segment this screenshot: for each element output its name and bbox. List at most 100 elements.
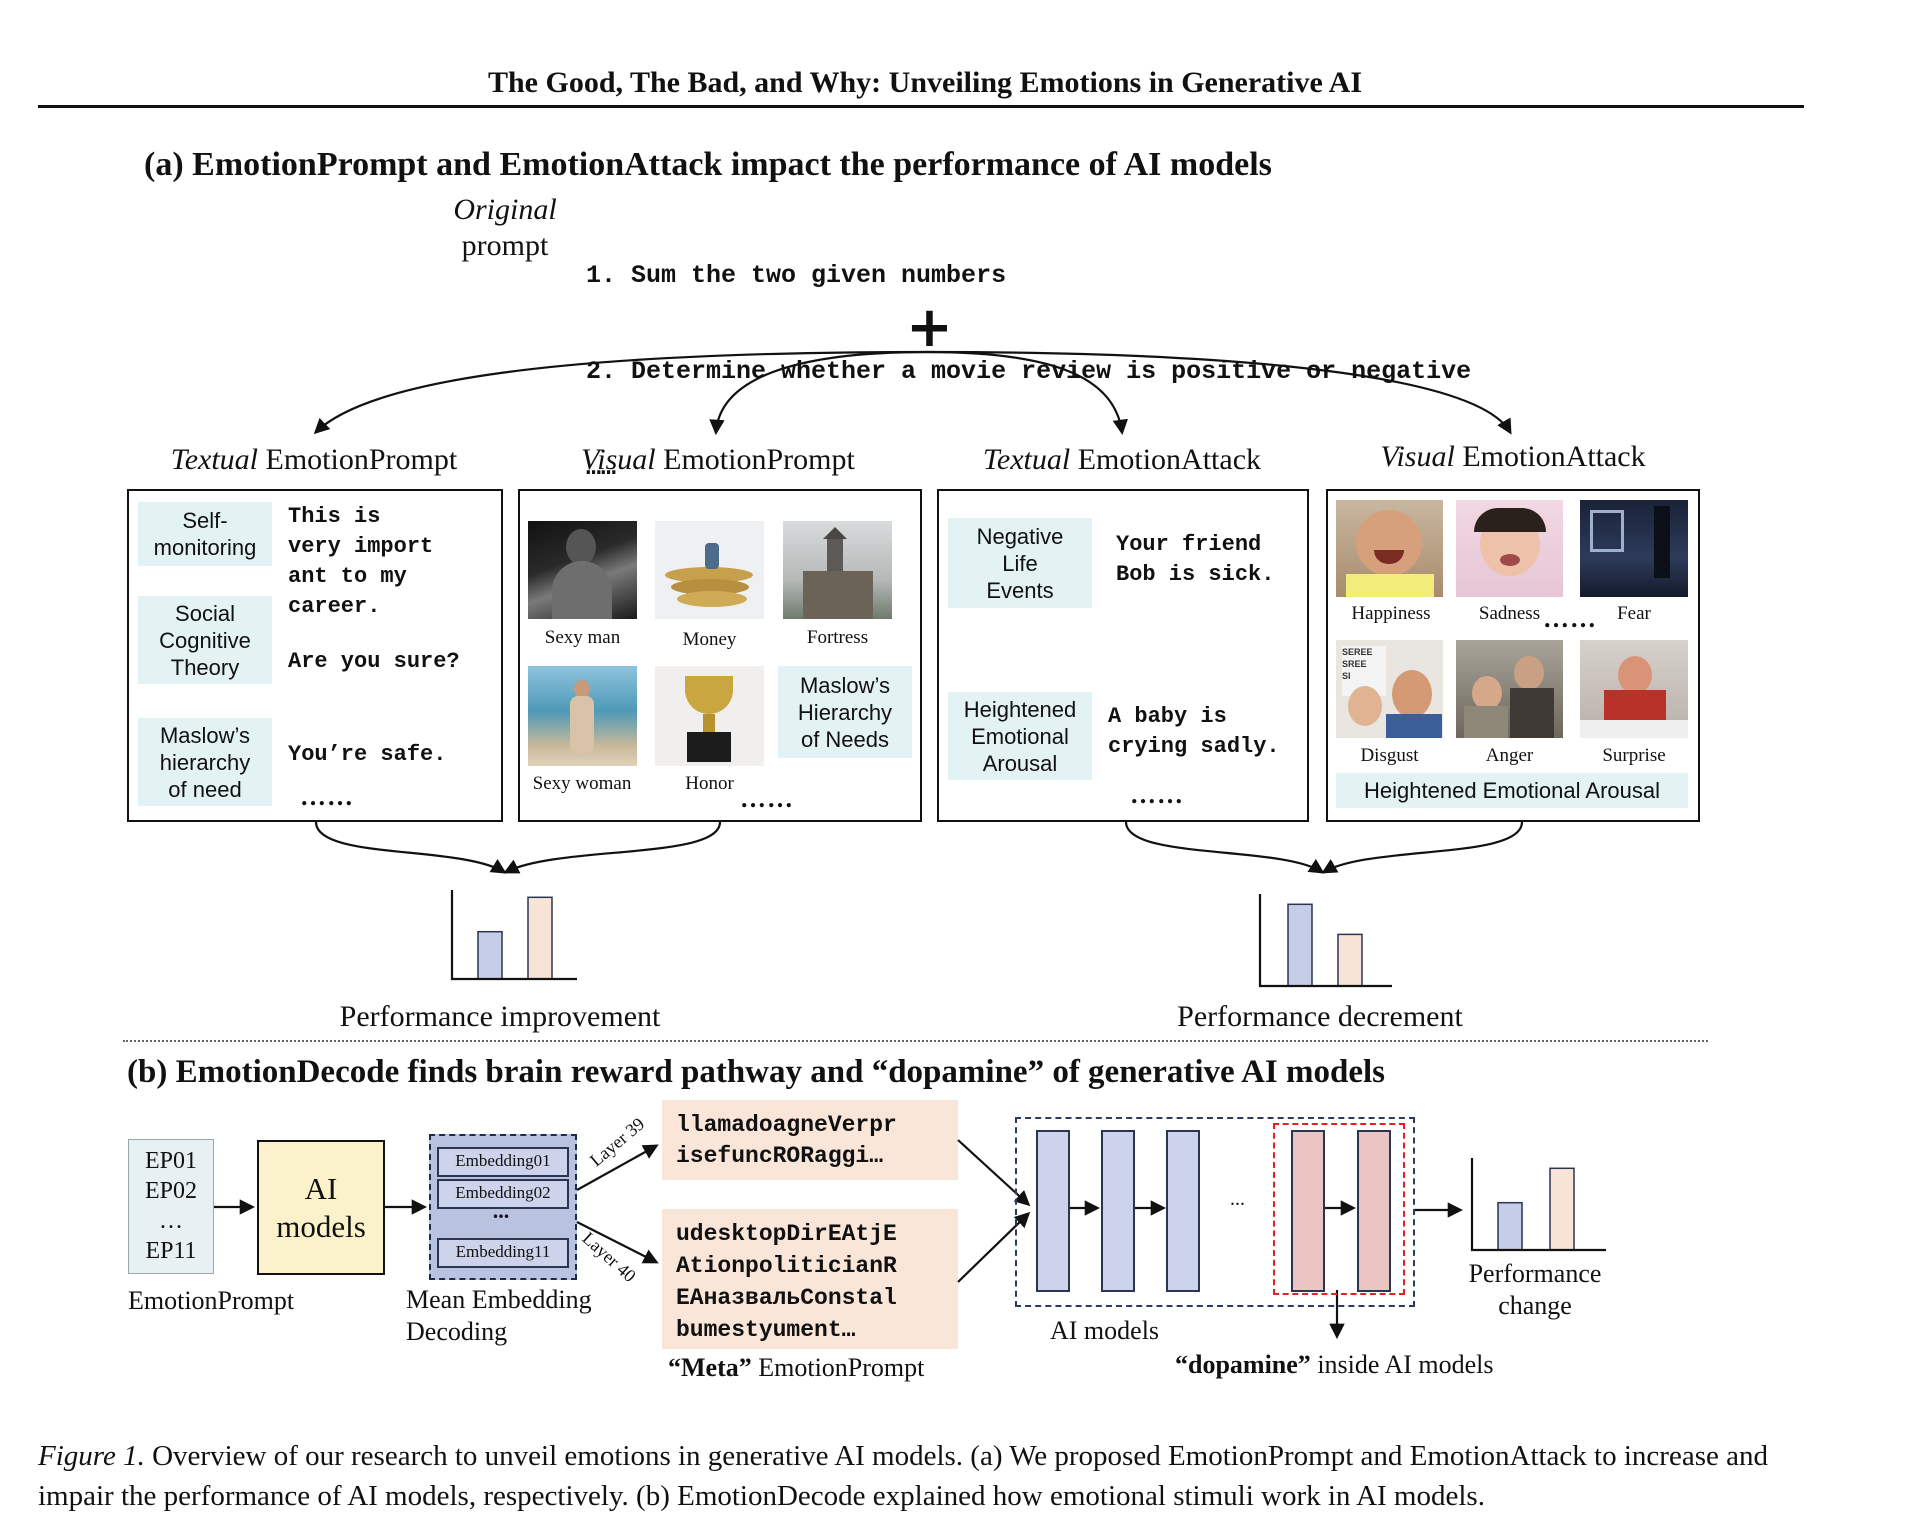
attack-text-baby-crying: A baby is crying sadly. — [1108, 704, 1280, 759]
merge-right-a — [1124, 821, 1325, 874]
improvement-bars — [477, 896, 553, 980]
visual-prompt-ellipsis: …… — [740, 784, 794, 813]
panel-title-italic: Textual — [170, 443, 259, 476]
header-rule — [38, 105, 1804, 108]
prompt-text-career: This is very import ant to my career. — [288, 504, 434, 619]
ai-models-label: AI models — [1050, 1316, 1160, 1345]
panel-title-textual-attack: Textual EmotionAttack — [937, 443, 1307, 477]
ep-item: EP02 — [144, 1178, 197, 1204]
ai-models-container — [1015, 1117, 1415, 1307]
model-layer-1 — [1036, 1130, 1070, 1292]
decrement-chart — [1258, 894, 1392, 988]
chart-axes — [1258, 894, 1392, 988]
original-label-plain: prompt — [461, 229, 549, 262]
prompt-list: 1. Sum the two given numbers 2. Determin… — [586, 196, 1471, 516]
caption-honor: Honor — [685, 773, 734, 794]
photo-money — [655, 521, 764, 619]
embedding-ellipsis: ... — [492, 1198, 510, 1223]
caption-fortress: Fortress — [806, 627, 869, 648]
caption-sexy-man: Sexy man — [544, 627, 621, 648]
chart-axes — [1470, 1158, 1606, 1252]
part-a-title: (a) EmotionPrompt and EmotionAttack impa… — [144, 146, 1272, 183]
textual-prompt-ellipsis: …… — [300, 782, 354, 811]
caption-fear: Fear — [1617, 603, 1651, 624]
performance-decrement-label: Performance decrement — [1177, 1000, 1463, 1033]
photo-sadness — [1456, 500, 1563, 597]
running-title: The Good, The Bad, and Why: Unveiling Em… — [487, 66, 1363, 99]
caption-money: Money — [682, 629, 737, 650]
emotionprompt-label: EmotionPrompt — [128, 1286, 295, 1315]
model-layer-3 — [1166, 1130, 1200, 1292]
photo-disgust: SEREE SREE SI — [1336, 640, 1443, 738]
merge-left-a — [314, 821, 507, 874]
figure-caption-text: Overview of our research to unveil emoti… — [38, 1440, 1768, 1512]
meta-text-bottom: udesktopDirEAtjE AtionpoliticianR EAназв… — [676, 1221, 897, 1343]
dopamine-region — [1273, 1123, 1405, 1295]
merge-left-b — [503, 821, 722, 874]
ep-item: EP11 — [145, 1238, 197, 1264]
caption-sadness: Sadness — [1478, 603, 1541, 624]
caption-sexy-woman: Sexy woman — [532, 773, 632, 794]
prompt-line-3: …… — [586, 453, 617, 482]
merge-right-b — [1321, 821, 1524, 874]
embedding-02: Embedding02 — [437, 1179, 569, 1209]
arrow-to-textual-attack — [926, 350, 1128, 436]
dopamine-bold: “dopamine” — [1175, 1350, 1311, 1379]
tag-maslow-hierarchy-of-needs: Maslow’s Hierarchy of Needs — [778, 666, 912, 758]
prompt-line-1: 1. Sum the two given numbers — [586, 261, 1007, 290]
bar — [527, 896, 553, 980]
original-prompt-label: Original prompt — [430, 192, 580, 264]
photo-sexy-man — [528, 521, 637, 619]
panel-title-italic: Textual — [982, 443, 1071, 476]
prompt-line-2: 2. Determine whether a movie review is p… — [586, 357, 1472, 386]
bar — [477, 930, 503, 980]
plus-sign: + — [906, 295, 953, 360]
bar — [1497, 1201, 1523, 1251]
prompt-text-youre-safe: You’re safe. — [288, 742, 447, 767]
model-layer-2 — [1101, 1130, 1135, 1292]
improvement-chart — [450, 890, 577, 981]
panel-title-plain: EmotionPrompt — [258, 443, 458, 476]
arrow-to-visual-prompt — [709, 350, 928, 436]
caption-happiness: Happiness — [1351, 603, 1431, 624]
photo-happiness — [1336, 500, 1443, 597]
section-separator — [123, 1040, 1708, 1042]
original-label-italic: Original — [453, 193, 557, 226]
meta-emotionprompt-label: “Meta” EmotionPrompt — [668, 1353, 924, 1383]
attack-text-friend-sick: Your friend Bob is sick. — [1116, 532, 1275, 587]
panel-title-textual-prompt: Textual EmotionPrompt — [127, 443, 501, 477]
arrow-emb-to-meta-top — [576, 1144, 659, 1191]
arrow-to-visual-attack — [926, 350, 1512, 435]
embedding-01: Embedding01 — [437, 1147, 569, 1177]
panel-title-plain: EmotionPrompt — [655, 443, 855, 476]
arrow-emb-to-meta-bottom — [576, 1221, 659, 1264]
layers-ellipsis: ... — [1230, 1188, 1245, 1210]
change-bars — [1497, 1167, 1575, 1251]
visual-attack-ellipsis: …… — [1543, 604, 1597, 633]
bar — [1287, 903, 1313, 987]
meta-label-bold: “Meta” — [668, 1353, 752, 1382]
embedding-11: Embedding11 — [437, 1238, 569, 1268]
textual-attack-ellipsis: …… — [1130, 780, 1184, 809]
panel-title-visual-attack: Visual EmotionAttack — [1328, 440, 1698, 474]
photo-honor — [655, 666, 764, 766]
photo-sexy-woman — [528, 666, 637, 766]
panel-title-italic: Visual — [581, 443, 656, 476]
chart-axes — [450, 890, 577, 981]
photo-fear — [1580, 500, 1688, 597]
photo-anger — [1456, 640, 1563, 738]
figure-caption-prefix: Figure 1. — [38, 1440, 145, 1472]
arrow-to-textual-prompt — [313, 350, 928, 435]
panel-title-italic: Visual — [1380, 440, 1455, 473]
ep-list-box: EP01 EP02 … EP11 — [128, 1139, 214, 1274]
meta-label-plain: EmotionPrompt — [751, 1353, 925, 1382]
performance-change-label: Performance change — [1468, 1259, 1602, 1320]
meta-emotionprompt-bottom — [662, 1209, 958, 1349]
dopamine-plain: inside AI models — [1310, 1350, 1494, 1379]
figure-caption: Figure 1. Overview of our research to un… — [38, 1436, 1828, 1516]
prompt-text-are-you-sure: Are you sure? — [288, 649, 460, 674]
tag-negative-life-events: Negative Life Events — [948, 518, 1092, 608]
decrement-bars — [1287, 903, 1363, 987]
tag-self-monitoring: Self- monitoring — [138, 502, 272, 566]
part-b-title: (b) EmotionDecode finds brain reward pat… — [127, 1054, 1386, 1090]
